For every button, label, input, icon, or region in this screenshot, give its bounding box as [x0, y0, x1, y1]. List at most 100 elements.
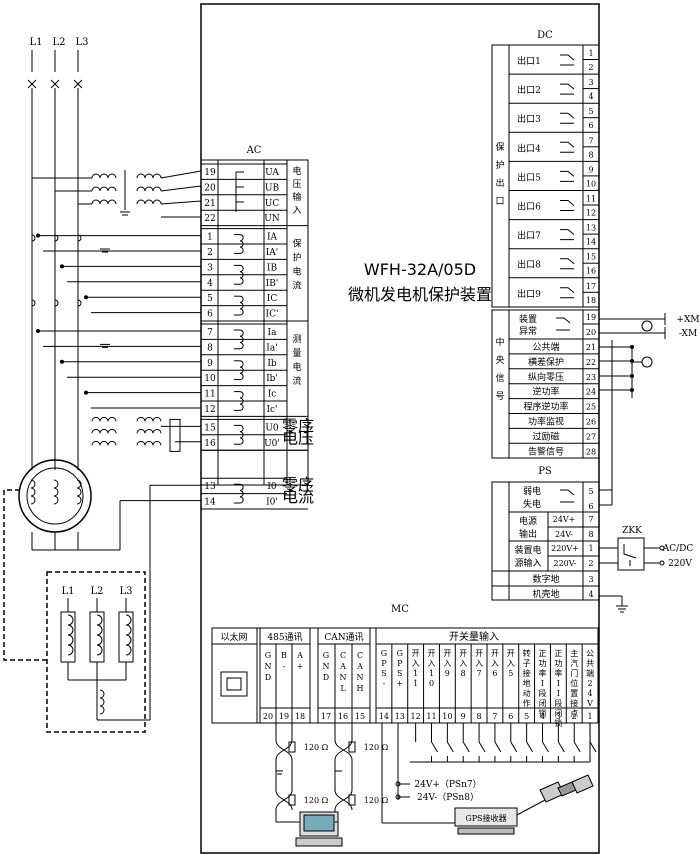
termination-resistor [288, 794, 296, 806]
vertical-char: 号 [495, 391, 504, 402]
vertical-char: 口 [495, 197, 504, 207]
ac-terminal-number: 6 [207, 310, 213, 320]
generator-winding [76, 479, 82, 505]
breaker-mark [27, 79, 37, 89]
input-col-label: GPS+ [396, 649, 403, 688]
vertical-char: S [381, 669, 386, 678]
vertical-char: 电 [292, 266, 301, 278]
winding-coil [96, 614, 103, 656]
winding-label: L3 [119, 586, 132, 597]
ps-terminal-number: 5 [588, 487, 593, 496]
central-signal-label: 程序逆功率 [523, 401, 568, 413]
input-terminal-number: 6 [508, 712, 513, 721]
ac-signal-name: Ic' [266, 405, 277, 415]
ps-terminal-number: 1 [588, 544, 593, 553]
vertical-char: 开 [491, 649, 499, 658]
ps-header: PS [538, 466, 552, 477]
ct-junction [36, 329, 40, 333]
u0-primary [91, 428, 117, 434]
vertical-char: - [283, 662, 286, 671]
termination-resistor [348, 794, 356, 806]
vertical-char: 量 [292, 348, 301, 359]
input-contact [589, 741, 597, 753]
ct-junction [60, 359, 64, 364]
vertical-char: 转 [523, 648, 531, 658]
dc-terminal-number: 17 [586, 282, 596, 291]
ps-terminal-number: 3 [588, 575, 593, 584]
ps-loss-label: 失电 [523, 498, 541, 510]
dc-relay-contact [560, 83, 575, 95]
vertical-char: 保 [292, 238, 301, 250]
ac-signal-name: U0 [265, 423, 279, 433]
vertical-char: C [340, 651, 346, 660]
vertical-char: A [356, 662, 363, 671]
ps-out-label: 输出 [519, 528, 537, 540]
satellite-panel [571, 774, 594, 794]
can-terminal-number: 17 [321, 712, 331, 721]
abnormal-label: 异常 [519, 325, 537, 337]
ac-signal-name: U0' [264, 439, 280, 449]
gps-receiver [454, 807, 518, 827]
vertical-char: 测 [292, 334, 301, 345]
vertical-char: 置 [570, 689, 578, 698]
vertical-char: 9 [445, 669, 450, 678]
ac-terminal-number: 1 [207, 233, 213, 243]
can-terminal-number: 15 [355, 712, 365, 721]
phase-line-label: L1 [29, 37, 42, 48]
ac-terminal-number: 16 [204, 439, 216, 449]
twisted-pair [275, 789, 293, 811]
device-model: WFH-32A/05D [364, 260, 476, 279]
ac-signal-name: IC' [266, 310, 279, 320]
vertical-char: 闭 [554, 709, 562, 718]
vertical-char: 门 [570, 668, 578, 678]
input-contact [478, 741, 486, 753]
vertical-char: L [340, 684, 346, 693]
can-title: CAN通讯 [324, 632, 363, 643]
dc-terminal-number: 12 [586, 209, 596, 218]
can-terminal-number: 16 [338, 712, 348, 721]
winding-coil [125, 614, 132, 656]
ps-out-plus: 24V+ [553, 515, 576, 524]
vertical-char: - [383, 679, 386, 688]
vertical-char: 率 [554, 668, 562, 678]
vertical-char: 入 [412, 659, 420, 668]
vertical-char: 6 [492, 669, 497, 678]
breaker-mark [50, 79, 60, 89]
inputs-title: 开关量输入 [449, 630, 499, 643]
u0-secondary [136, 428, 162, 434]
pt-output [160, 185, 202, 192]
termination-resistor [348, 741, 356, 753]
vertical-char: 率 [539, 668, 547, 678]
vertical-char: 功 [554, 658, 562, 668]
vertical-char: I [541, 679, 544, 688]
generator-winding [30, 479, 36, 505]
computer-keyboard [295, 837, 343, 847]
input-terminal-number: 13 [395, 712, 405, 721]
vertical-char: 信 [495, 372, 504, 384]
xm-plus-label: +XM [676, 315, 699, 325]
vertical-char: 入 [292, 205, 301, 216]
ac-u0-group: 电压 [282, 428, 314, 447]
dc-terminal-number: 13 [586, 224, 596, 233]
dc-terminal-number: 7 [588, 136, 593, 145]
vertical-char: 护 [495, 159, 504, 171]
vertical-char: 8 [461, 669, 466, 678]
ct-junction [84, 390, 88, 395]
ac-terminal-number: 20 [204, 183, 216, 193]
u0-primary [91, 416, 117, 422]
vertical-char: 2 [588, 679, 593, 688]
vertical-char: 4 [588, 689, 593, 698]
ac-signal-name: IA [267, 233, 278, 243]
ct-mark [31, 234, 36, 242]
neutral-transformer-box [46, 571, 146, 733]
supply-label: AC/DC [662, 544, 694, 554]
input-terminal-number: 8 [477, 712, 482, 721]
rs485-terminal-number: 19 [279, 712, 289, 721]
ac-terminal-number: 7 [207, 328, 213, 338]
ps-terminal-number: 8 [588, 530, 593, 539]
dc-output-label: 出口1 [517, 55, 541, 67]
ethernet-label: 以太网 [220, 631, 247, 643]
central-signal-label: 横差保护 [528, 356, 564, 368]
